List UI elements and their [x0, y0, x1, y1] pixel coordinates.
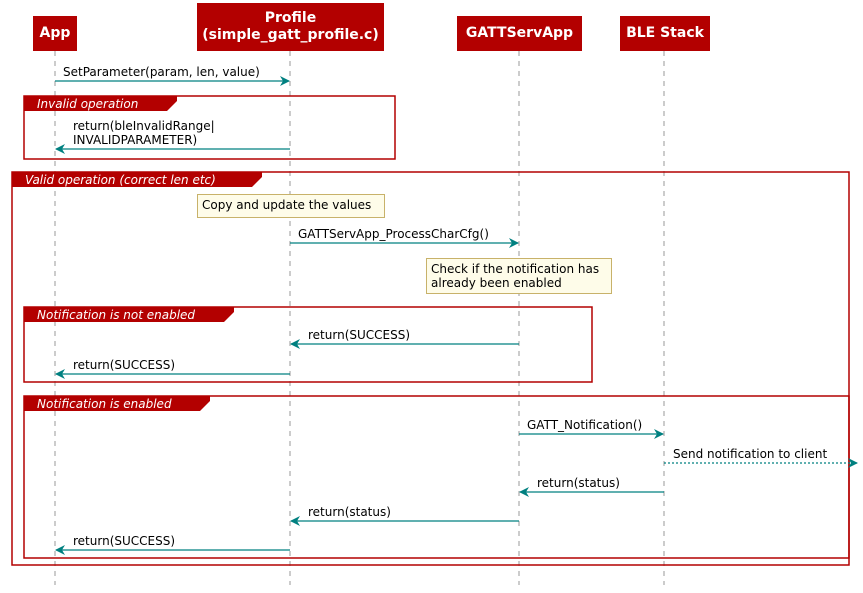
- frame-enabled-label: Notification is enabled: [37, 397, 172, 411]
- msg-return-invalid-line2: INVALIDPARAMETER): [73, 133, 198, 147]
- msg-return-invalid-line1: return(bleInvalidRange|: [73, 119, 215, 133]
- msg-return-success-final: return(SUCCESS): [73, 534, 176, 548]
- msg-return-success-gatt: return(SUCCESS): [308, 328, 411, 342]
- msg-gatt-notification: GATT_Notification(): [527, 418, 643, 432]
- frame-invalid-label: Invalid operation: [37, 97, 139, 111]
- msg-return-status-stack: return(status): [537, 476, 620, 490]
- frame-invalid: [23, 95, 396, 160]
- participant-blestack: BLE Stack: [620, 16, 710, 51]
- frame-invalid-tab: [24, 96, 177, 111]
- frame-enabled-tab: [24, 396, 210, 411]
- msg-return-status-gatt: return(status): [308, 505, 391, 519]
- participant-app: App: [33, 16, 77, 51]
- frame-not-enabled-tab: [24, 307, 234, 322]
- frame-valid-tab: [12, 172, 262, 187]
- participant-profile: Profile (simple_gatt_profile.c): [197, 3, 384, 51]
- participant-gattservapp: GATTServApp: [457, 16, 582, 51]
- frame-valid: [11, 171, 850, 566]
- frame-not-enabled: [23, 306, 593, 383]
- msg-process-char-cfg: GATTServApp_ProcessCharCfg(): [298, 227, 489, 241]
- note-copy-update: Copy and update the values: [197, 194, 385, 218]
- note-check-notification: Check if the notification has already be…: [426, 258, 612, 294]
- frame-not-enabled-label: Notification is not enabled: [37, 308, 196, 322]
- frame-enabled: [23, 395, 850, 559]
- msg-set-parameter: SetParameter(param, len, value): [63, 65, 260, 79]
- msg-send-notification: Send notification to client: [673, 447, 828, 461]
- frame-valid-label: Valid operation (correct len etc): [25, 173, 216, 187]
- msg-return-success-app: return(SUCCESS): [73, 358, 176, 372]
